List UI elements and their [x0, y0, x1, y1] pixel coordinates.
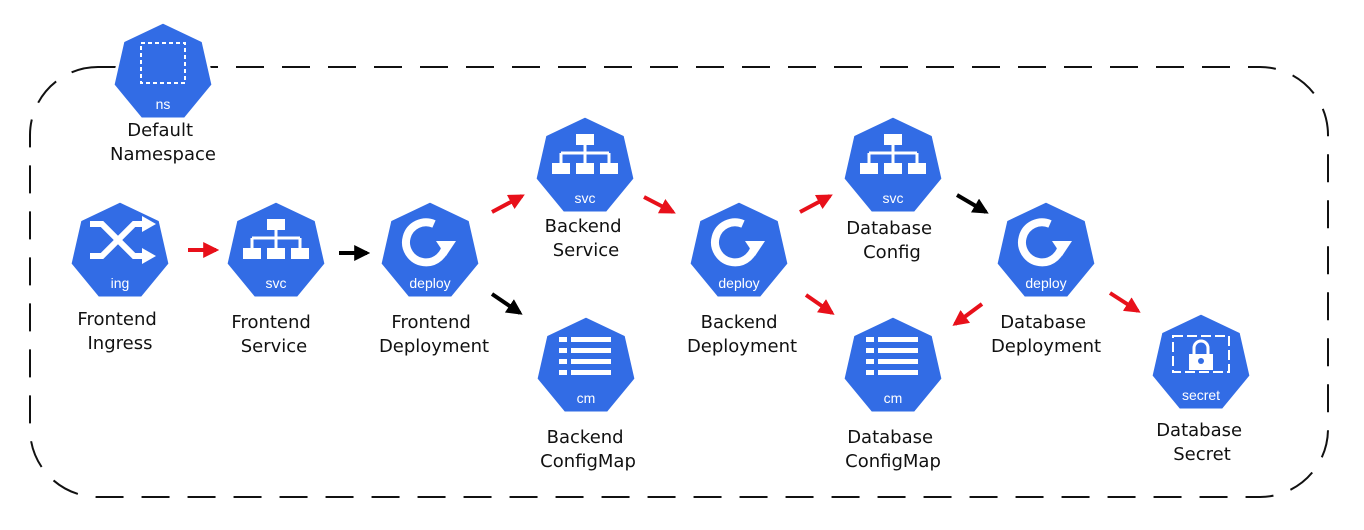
database-config-label: Database Config [846, 218, 938, 263]
database-deployment-kind: deploy [1025, 275, 1066, 291]
namespace-boundary [29, 66, 1329, 498]
database-deployment-label: Database Deployment [991, 312, 1101, 357]
backend-deployment-kind: deploy [718, 275, 759, 291]
database-configmap-label: Database ConfigMap [845, 427, 941, 472]
backend-service-node[interactable]: svc [533, 114, 637, 215]
frontend-deployment-kind: deploy [409, 275, 450, 291]
arrow-frontend-deployment-to-backend-service [491, 194, 525, 214]
database-secret-kind: secret [1182, 387, 1220, 403]
namespace-kind-label: ns [156, 96, 171, 112]
backend-deployment-label: Backend Deployment [687, 312, 797, 357]
database-configmap-node[interactable]: cm [841, 314, 945, 415]
arrow-database-deployment-to-database-secret [1108, 291, 1141, 313]
database-secret-label: Database Secret [1156, 420, 1248, 465]
arrow-database-config-to-database-deployment [955, 193, 989, 214]
arrow-backend-deployment-to-database-config [799, 194, 833, 214]
namespace-node[interactable]: ns [111, 20, 215, 121]
frontend-deployment-label: Frontend Deployment [379, 312, 489, 357]
frontend-ingress-kind: ing [111, 275, 130, 291]
arrow-backend-service-to-backend-deployment [643, 195, 676, 214]
frontend-ingress-node[interactable]: ing [68, 199, 172, 300]
edges-layer [188, 193, 1141, 326]
database-configmap-kind: cm [884, 390, 903, 406]
backend-configmap-node[interactable]: cm [534, 314, 638, 415]
frontend-deployment-node[interactable]: deploy [378, 199, 482, 300]
arrow-database-deployment-to-database-configmap [952, 302, 984, 326]
namespace-label: Default Namespace [110, 120, 216, 165]
backend-configmap-label: Backend ConfigMap [540, 427, 636, 472]
backend-service-label: Backend Service [545, 216, 628, 261]
frontend-service-label: Frontend Service [231, 312, 316, 357]
frontend-service-kind: svc [266, 275, 287, 291]
backend-deployment-node[interactable]: deploy [687, 199, 791, 300]
database-deployment-node[interactable]: deploy [994, 199, 1098, 300]
arrow-frontend-deployment-to-backend-configmap [490, 292, 523, 315]
database-config-node[interactable]: svc [841, 114, 945, 215]
backend-service-kind: svc [575, 190, 596, 206]
frontend-service-node[interactable]: svc [224, 199, 328, 300]
backend-configmap-kind: cm [577, 390, 596, 406]
database-config-kind: svc [883, 190, 904, 206]
database-secret-node[interactable]: secret [1149, 311, 1253, 412]
frontend-ingress-label: Frontend Ingress [77, 309, 162, 354]
arrow-backend-deployment-to-database-configmap [804, 293, 835, 315]
